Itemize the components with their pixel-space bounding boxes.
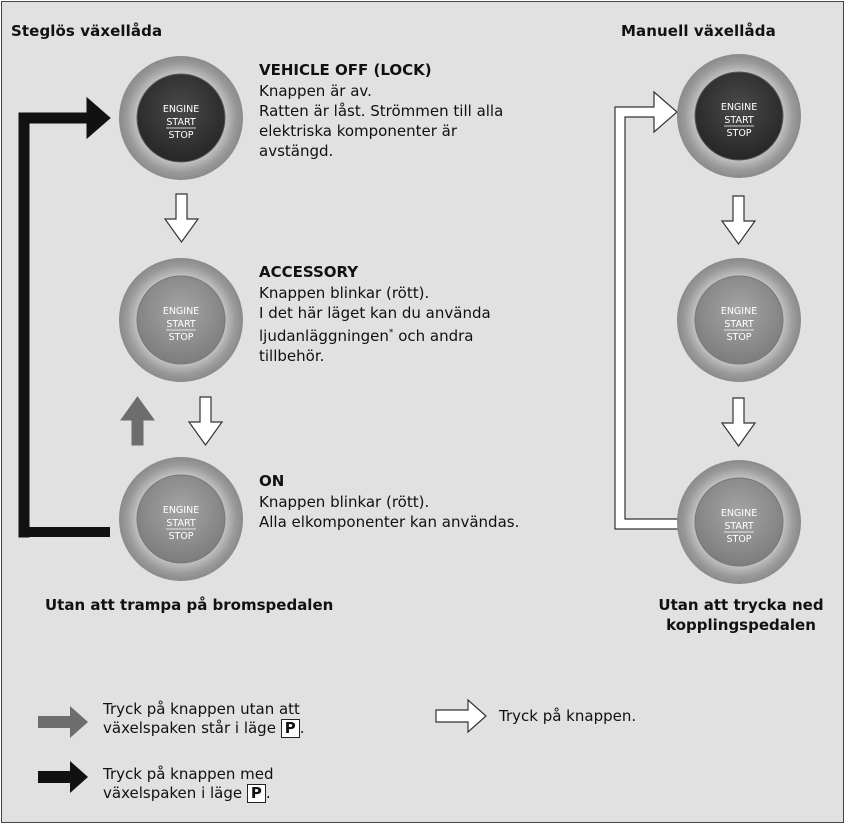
svg-text:ENGINE: ENGINE	[721, 508, 757, 519]
manual-down-arrow-1	[720, 195, 757, 246]
svg-text:STOP: STOP	[726, 128, 751, 139]
state-on-line: Alla elkomponenter kan användas.	[259, 513, 520, 531]
down-arrow-off-to-acc	[163, 193, 200, 244]
legend-white-text: Tryck på knappen.	[499, 707, 637, 725]
state-on-title: ON	[259, 472, 285, 490]
white-loop-arrow	[614, 90, 683, 530]
engine-button-off: ENGINE START STOP	[119, 56, 243, 180]
manual-caption-line: kopplingspedalen	[666, 616, 816, 634]
engine-button-accessory: ENGINE START STOP	[119, 258, 243, 382]
state-off-description: VEHICLE OFF (LOCK) Knappen är av. Ratten…	[259, 61, 599, 161]
down-arrow-acc-to-on	[187, 396, 224, 447]
svg-text:START: START	[166, 518, 196, 529]
legend-black-line: växelspaken i läge P.	[103, 784, 273, 803]
manual-caption-line: Utan att trycka ned	[658, 596, 824, 614]
manual-engine-button-accessory: ENGINE START STOP	[677, 258, 801, 382]
legend-gray-arrow-icon	[38, 706, 88, 738]
gray-up-arrow	[120, 396, 155, 446]
cvt-header: Steglös växellåda	[11, 22, 163, 40]
legend-period: .	[265, 784, 271, 802]
legend-gray-line: Tryck på knappen utan att	[103, 700, 300, 718]
svg-text:ENGINE: ENGINE	[163, 104, 199, 115]
state-accessory-line: tillbehör.	[259, 347, 325, 365]
state-off-line: elektriska komponenter är	[259, 122, 458, 140]
state-on-description: ON Knappen blinkar (rött). Alla elkompon…	[259, 472, 599, 532]
legend-gray-line2-text: växelspaken står i läge	[103, 719, 276, 737]
svg-text:STOP: STOP	[726, 534, 751, 545]
svg-text:ENGINE: ENGINE	[721, 102, 757, 113]
manual-engine-button-off: ENGINE START STOP	[677, 54, 801, 178]
footnote-asterisk: *	[388, 328, 394, 338]
legend-gray-text: Tryck på knappen utan att växelspaken st…	[103, 701, 305, 738]
state-accessory-line: Knappen blinkar (rött).	[259, 284, 430, 302]
legend-black-arrow-icon	[38, 761, 88, 793]
manual-engine-button-on: ENGINE START STOP	[677, 460, 801, 584]
svg-text:STOP: STOP	[168, 531, 193, 542]
state-off-title: VEHICLE OFF (LOCK)	[259, 61, 432, 79]
legend-gray-line: växelspaken står i läge P.	[103, 719, 305, 738]
manual-caption: Utan att trycka ned kopplingspedalen	[646, 595, 836, 635]
svg-text:START: START	[724, 521, 754, 532]
state-accessory-description: ACCESSORY Knappen blinkar (rött). I det …	[259, 263, 599, 366]
state-accessory-line: ljudanläggningen* och andra	[259, 323, 599, 346]
svg-text:START: START	[724, 115, 754, 126]
state-on-line: Knappen blinkar (rött).	[259, 493, 430, 511]
legend-black-line2-text: växelspaken i läge	[103, 784, 243, 802]
gear-p-symbol: P	[280, 719, 300, 738]
black-loop-arrow-bottom	[19, 527, 110, 537]
state-off-line: Knappen är av.	[259, 82, 372, 100]
svg-text:STOP: STOP	[168, 130, 193, 141]
svg-text:ENGINE: ENGINE	[163, 306, 199, 317]
svg-text:START: START	[166, 319, 196, 330]
cvt-caption: Utan att trampa på bromspedalen	[45, 596, 334, 614]
manual-header: Manuell växellåda	[621, 22, 776, 40]
legend-period: .	[299, 719, 305, 737]
legend-black-line: Tryck på knappen med	[103, 765, 274, 783]
state-accessory-title: ACCESSORY	[259, 263, 359, 281]
svg-text:START: START	[724, 319, 754, 330]
state-accessory-text: och andra	[398, 327, 474, 345]
legend-white-arrow-icon	[435, 698, 487, 734]
svg-text:START: START	[166, 117, 196, 128]
gear-p-symbol: P	[246, 784, 266, 803]
black-loop-arrow	[18, 96, 111, 538]
state-off-line: Ratten är låst. Strömmen till alla	[259, 102, 504, 120]
state-off-line: avstängd.	[259, 142, 334, 160]
svg-text:ENGINE: ENGINE	[721, 306, 757, 317]
svg-text:ENGINE: ENGINE	[163, 505, 199, 516]
svg-text:STOP: STOP	[168, 332, 193, 343]
state-accessory-line: I det här läget kan du använda	[259, 304, 491, 322]
legend-black-text: Tryck på knappen med växelspaken i läge …	[103, 766, 273, 803]
svg-text:STOP: STOP	[726, 332, 751, 343]
engine-button-on: ENGINE START STOP	[119, 457, 243, 581]
state-accessory-text: ljudanläggningen	[259, 327, 389, 345]
manual-down-arrow-2	[720, 397, 757, 448]
